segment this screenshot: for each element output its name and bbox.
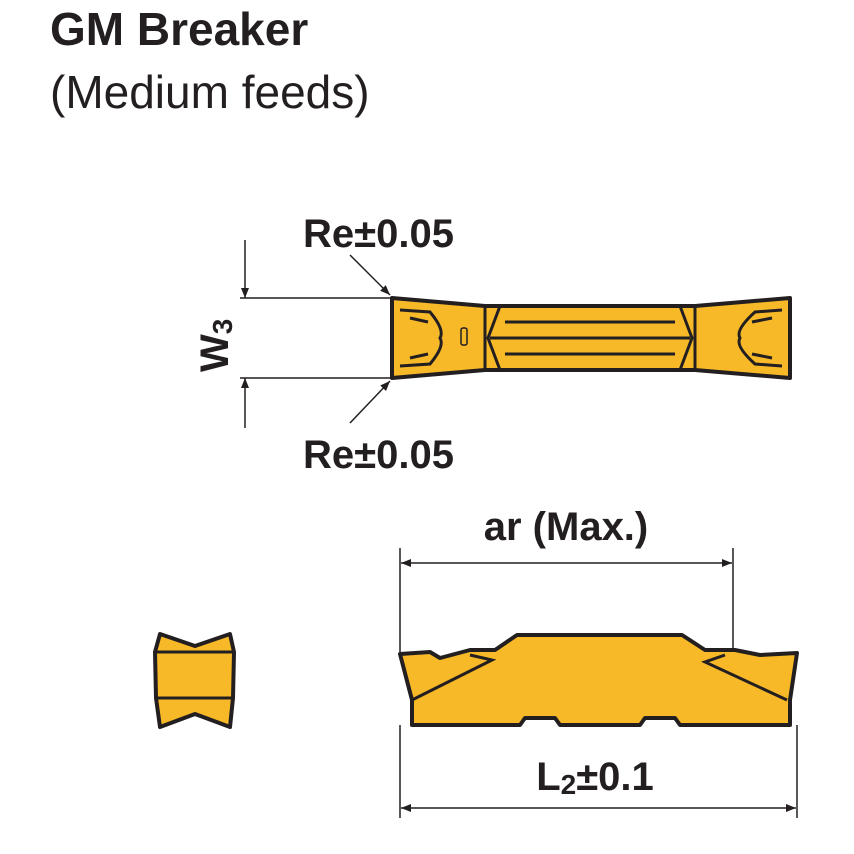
re-top-dimension: Re±0.05	[303, 212, 454, 296]
l2-dimension: L2±0.1	[399, 725, 798, 818]
w3-dimension: W3	[193, 240, 392, 428]
insert-top-view	[390, 296, 792, 380]
ar-dimension: ar (Max.)	[399, 505, 734, 654]
ar-label: ar (Max.)	[484, 505, 649, 549]
l2-label: L2±0.1	[536, 755, 654, 800]
subtitle: (Medium feeds)	[50, 66, 370, 118]
insert-side-view	[398, 633, 799, 727]
re-bottom-label: Re±0.05	[303, 433, 454, 477]
re-top-label: Re±0.05	[303, 212, 454, 256]
re-bottom-dimension: Re±0.05	[303, 380, 454, 477]
w3-label: W3	[193, 319, 238, 372]
title: GM Breaker	[50, 3, 308, 55]
insert-end-view	[153, 632, 236, 729]
